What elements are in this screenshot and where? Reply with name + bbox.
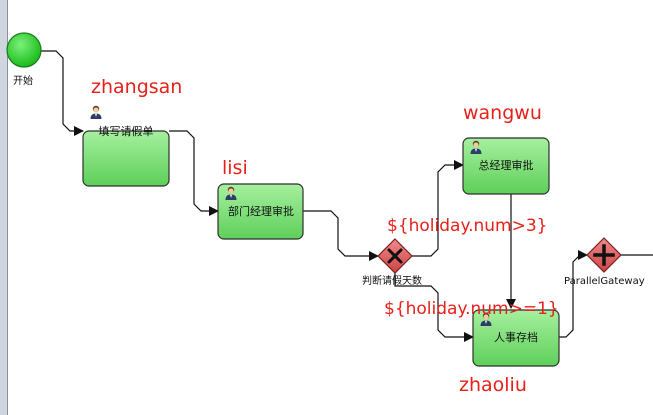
flow-hr-to-parallel-gateway[interactable] (559, 250, 588, 338)
condition-to-general-manager: ${holiday.num>3} (387, 216, 548, 236)
flow-fill-form-to-dept-approval[interactable] (169, 130, 219, 216)
task-general-manager-approval[interactable]: 总经理审批 (462, 137, 550, 195)
exclusive-gateway[interactable] (377, 238, 413, 274)
start-event-circle[interactable] (6, 32, 42, 68)
exclusive-gateway-label: 判断请假天数 (362, 274, 422, 287)
assignee-label: zhangsan (91, 76, 182, 98)
task-label: 填写请假单 (99, 124, 154, 138)
parallel-gateway-label: ParallelGateway (564, 276, 645, 287)
task-box[interactable] (472, 309, 560, 367)
flow-dept-approval-to-gateway[interactable] (303, 210, 379, 261)
flow-gateway-to-general-manager[interactable] (412, 160, 464, 257)
start-event-label: 开始 (13, 74, 33, 87)
task-label: 人事存档 (494, 330, 538, 344)
task-hr-archive[interactable]: 人事存档 (472, 309, 560, 367)
task-fill-leave-form[interactable]: 填写请假单 (82, 105, 170, 187)
plus-icon (593, 244, 615, 266)
condition-to-hr: ${holiday.num>=1} (384, 299, 559, 319)
flow-start-to-fill-form[interactable] (41, 50, 84, 136)
task-label: 部门经理审批 (228, 204, 294, 218)
left-panel-edge (0, 0, 8, 415)
task-box[interactable] (462, 137, 550, 195)
flow-gateway-to-hr[interactable] (394, 273, 474, 342)
x-icon (387, 248, 403, 264)
assignee-label: zhaoliu (459, 374, 527, 396)
task-label: 总经理审批 (479, 158, 534, 172)
task-dept-manager-approval[interactable]: 部门经理审批 (217, 183, 304, 240)
user-icon (90, 105, 102, 119)
assignee-label: wangwu (463, 102, 542, 124)
assignee-label: lisi (222, 157, 248, 179)
task-box[interactable] (82, 130, 170, 187)
parallel-gateway[interactable] (586, 237, 622, 273)
task-box[interactable] (217, 183, 304, 240)
